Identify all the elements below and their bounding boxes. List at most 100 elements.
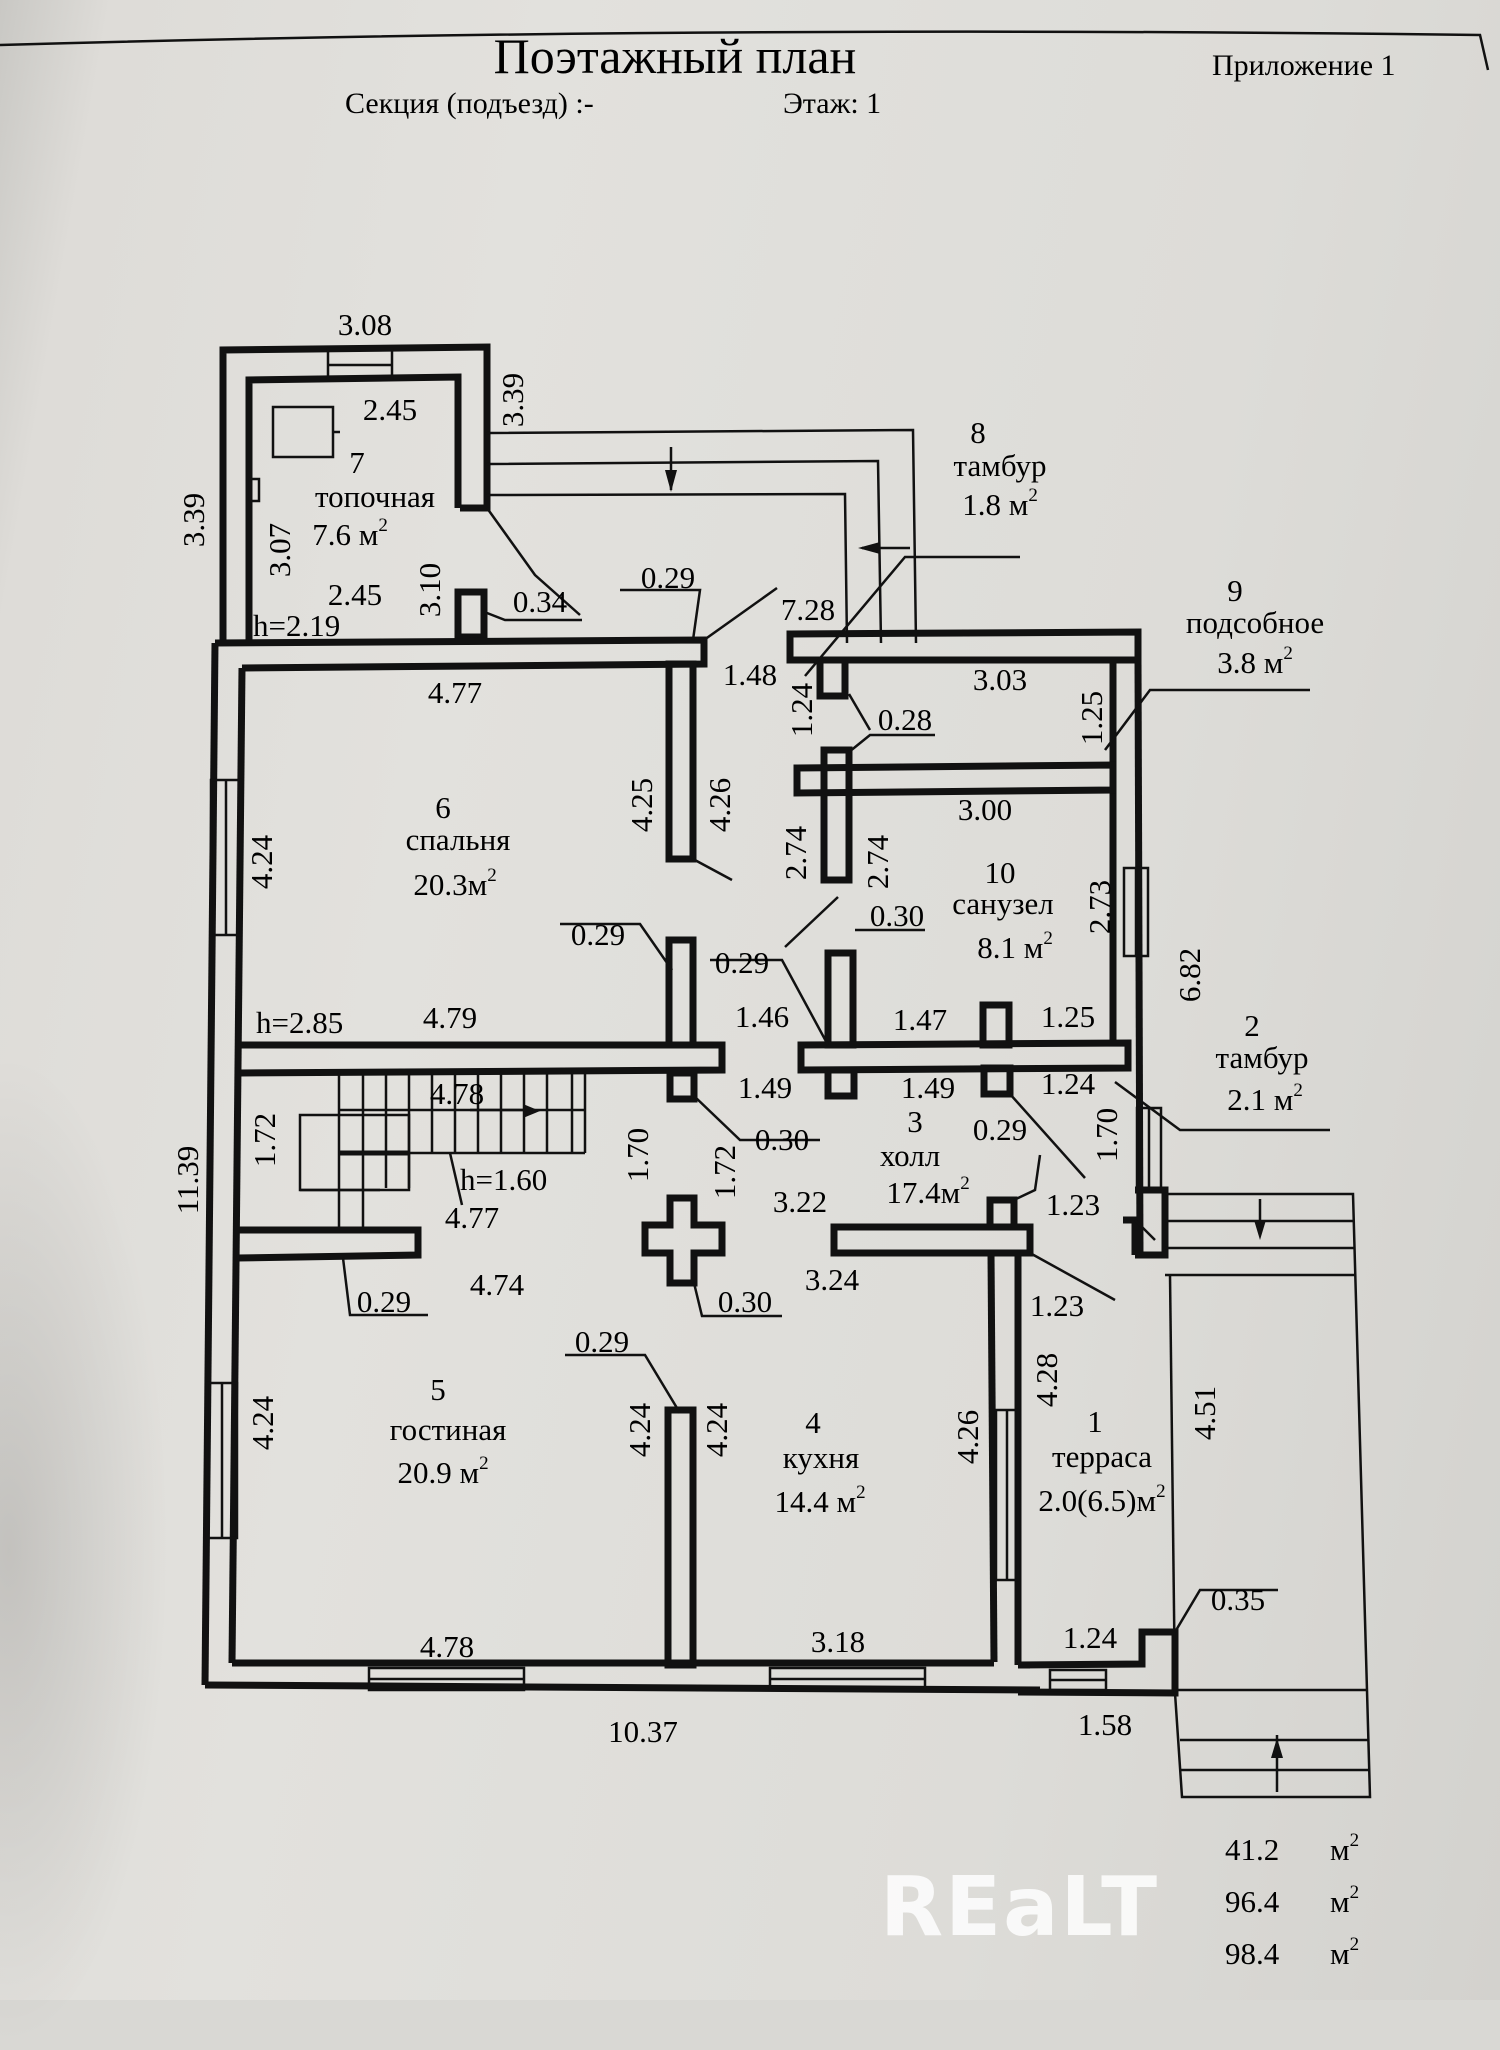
wall-stub-4: [979, 1001, 1013, 1049]
svg-text:1.58: 1.58: [1078, 1707, 1132, 1742]
svg-text:11.39: 11.39: [170, 1146, 205, 1215]
svg-text:1.24: 1.24: [1063, 1620, 1118, 1655]
room-label-4: 4 кухня 14.4 м2: [774, 1405, 865, 1519]
svg-text:4.74: 4.74: [470, 1267, 525, 1302]
svg-text:4: 4: [805, 1405, 821, 1440]
wall-bedroom-east-lower: [665, 936, 697, 1049]
svg-text:1.24: 1.24: [1041, 1066, 1096, 1101]
svg-text:7.28: 7.28: [781, 592, 835, 627]
arrow-up-icon: [1271, 1738, 1283, 1758]
svg-text:4.78: 4.78: [420, 1629, 474, 1664]
svg-text:20.3м2: 20.3м2: [413, 865, 496, 902]
svg-text:10: 10: [985, 855, 1016, 890]
svg-text:2.45: 2.45: [363, 392, 417, 427]
wall-north: [214, 636, 708, 672]
floor-label: Этаж: 1: [783, 87, 881, 120]
svg-text:1.23: 1.23: [1030, 1288, 1084, 1323]
wall-storage-south: [793, 761, 1117, 797]
svg-text:17.4м2: 17.4м2: [886, 1173, 969, 1210]
svg-text:3.24: 3.24: [805, 1262, 860, 1297]
svg-text:санузел: санузел: [952, 886, 1053, 921]
svg-text:4.26: 4.26: [950, 1410, 985, 1464]
wall-boiler-outer: [219, 343, 491, 643]
svg-text:4.51: 4.51: [1187, 1386, 1222, 1440]
svg-text:3.8 м2: 3.8 м2: [1217, 643, 1293, 680]
room-label-9: 9 подсобное 3.8 м2: [1186, 573, 1324, 680]
svg-text:0.28: 0.28: [878, 702, 932, 737]
staircase: [298, 1073, 587, 1230]
walls: [201, 343, 1372, 1799]
wall-living-east: [664, 1406, 697, 1669]
svg-text:топочная: топочная: [315, 479, 435, 514]
room-label-5: 5 гостиная 20.9 м2: [390, 1372, 507, 1490]
svg-text:0.34: 0.34: [513, 584, 568, 619]
svg-text:10.37: 10.37: [608, 1714, 678, 1749]
svg-text:3.00: 3.00: [958, 792, 1012, 827]
arrows: [665, 447, 1283, 1792]
wall-terrace-south: [1017, 1628, 1179, 1697]
svg-text:1.46: 1.46: [735, 999, 789, 1034]
svg-text:20.9 м2: 20.9 м2: [397, 1453, 488, 1490]
svg-text:4.24: 4.24: [622, 1402, 657, 1457]
svg-text:4.24: 4.24: [699, 1402, 734, 1457]
height-stair: h=1.60: [460, 1162, 547, 1197]
svg-text:4.26: 4.26: [702, 778, 737, 832]
svg-text:4.24: 4.24: [244, 834, 279, 889]
height-boiler: h=2.19: [253, 608, 340, 643]
svg-text:0.35: 0.35: [1211, 1582, 1265, 1617]
height-bedroom: h=2.85: [256, 1005, 343, 1040]
svg-text:0.29: 0.29: [715, 945, 769, 980]
svg-text:1.49: 1.49: [901, 1070, 955, 1105]
room-label-6: 6 спальня 20.3м2: [406, 790, 511, 902]
room-label-10: 10 санузел 8.1 м2: [952, 855, 1053, 965]
porch-outline: [1165, 1192, 1372, 1799]
svg-text:2.0(6.5)м2: 2.0(6.5)м2: [1038, 1481, 1165, 1518]
svg-text:спальня: спальня: [406, 822, 511, 857]
section-label: Секция (подъезд) :-: [345, 87, 594, 120]
wall-kitchen-north: [830, 1223, 1034, 1257]
svg-text:1.47: 1.47: [893, 1002, 947, 1037]
svg-text:7.6 м2: 7.6 м2: [312, 515, 388, 552]
svg-text:0.30: 0.30: [870, 898, 924, 933]
svg-text:2: 2: [1244, 1008, 1260, 1043]
svg-text:4.78: 4.78: [430, 1076, 484, 1111]
svg-text:2.45: 2.45: [328, 577, 382, 612]
wall-east-outer: [1134, 659, 1144, 1256]
dimensions-horizontal: 3.08 2.45 2.45 0.34 0.29 7.28 1.48 0.28 …: [328, 307, 1265, 1749]
svg-text:гостиная: гостиная: [390, 1412, 507, 1447]
svg-text:2.73: 2.73: [1082, 880, 1117, 934]
svg-text:4.79: 4.79: [423, 1000, 477, 1035]
svg-text:4.24: 4.24: [245, 1395, 280, 1450]
wall-stub-2: [666, 1069, 698, 1103]
vent-icon: [248, 477, 261, 503]
column-cross: [641, 1194, 726, 1287]
watermark-logo: REaLT: [880, 1860, 1159, 1955]
room-label-8: 8 тамбур 1.8 м2: [954, 415, 1047, 522]
svg-text:4.77: 4.77: [428, 675, 482, 710]
svg-text:9: 9: [1227, 573, 1243, 608]
svg-text:3.07: 3.07: [262, 523, 297, 577]
svg-text:0.30: 0.30: [755, 1122, 809, 1157]
svg-text:1: 1: [1087, 1404, 1103, 1439]
svg-text:3.03: 3.03: [973, 662, 1027, 697]
svg-text:0.29: 0.29: [575, 1324, 629, 1359]
room-label-1: 1 терраса 2.0(6.5)м2: [1038, 1404, 1165, 1518]
svg-text:6.82: 6.82: [1172, 948, 1207, 1002]
svg-text:14.4 м2: 14.4 м2: [774, 1482, 865, 1519]
room-label-7: 7 топочная 7.6 м2: [312, 445, 435, 552]
svg-text:тамбур: тамбур: [954, 448, 1047, 483]
svg-text:0.29: 0.29: [571, 917, 625, 952]
svg-text:тамбур: тамбур: [1216, 1040, 1309, 1075]
svg-text:2.1 м2: 2.1 м2: [1227, 1080, 1303, 1117]
wall-stub: [454, 588, 488, 641]
paper-background: [0, 0, 1500, 2000]
svg-text:3.08: 3.08: [338, 307, 392, 342]
svg-text:2.74: 2.74: [860, 834, 895, 889]
svg-text:7: 7: [349, 445, 365, 480]
svg-text:1.70: 1.70: [1089, 1108, 1124, 1162]
floor-plan: Поэтажный план Приложение 1 Секция (подъ…: [0, 28, 1490, 1971]
svg-text:холл: холл: [880, 1138, 940, 1173]
photo-shadow: [0, 1050, 170, 2050]
